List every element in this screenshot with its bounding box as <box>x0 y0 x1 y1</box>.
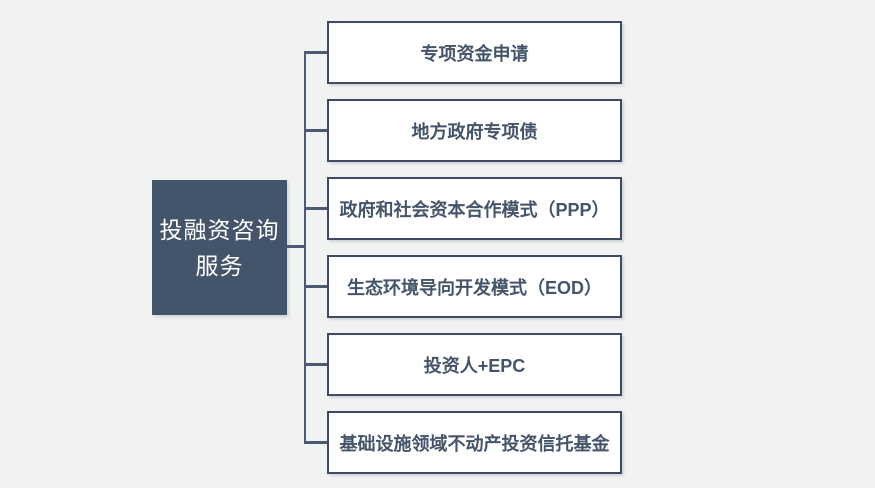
node-label: 政府和社会资本合作模式（PPP） <box>339 199 610 220</box>
root-node-investment-financing-consulting: 投融资咨询 服务 <box>152 180 287 315</box>
node-label: 基础设施领域不动产投资信托基金 <box>339 433 610 454</box>
connector-root-link <box>287 245 304 248</box>
connector-branch-5 <box>304 363 327 366</box>
node-eod-model: 生态环境导向开发模式（EOD） <box>327 255 622 318</box>
node-label: 生态环境导向开发模式（EOD） <box>346 277 602 298</box>
root-node-label-line2: 服务 <box>195 252 244 279</box>
node-ppp-model: 政府和社会资本合作模式（PPP） <box>327 177 622 240</box>
node-special-fund-application: 专项资金申请 <box>327 21 622 84</box>
connector-branch-6 <box>304 441 327 444</box>
root-node-label-line1: 投融资咨询 <box>159 216 280 243</box>
node-local-government-special-bond: 地方政府专项债 <box>327 99 622 162</box>
node-label: 地方政府专项债 <box>411 121 538 142</box>
connector-branch-1 <box>304 51 327 54</box>
connector-trunk <box>303 51 306 444</box>
node-label: 投资人+EPC <box>423 355 526 376</box>
connector-branch-2 <box>304 129 327 132</box>
node-infrastructure-reits: 基础设施领域不动产投资信托基金 <box>327 411 622 474</box>
connector-branch-3 <box>304 207 327 210</box>
connector-branch-4 <box>304 285 327 288</box>
node-label: 专项资金申请 <box>420 43 529 64</box>
node-investor-plus-epc: 投资人+EPC <box>327 333 622 396</box>
